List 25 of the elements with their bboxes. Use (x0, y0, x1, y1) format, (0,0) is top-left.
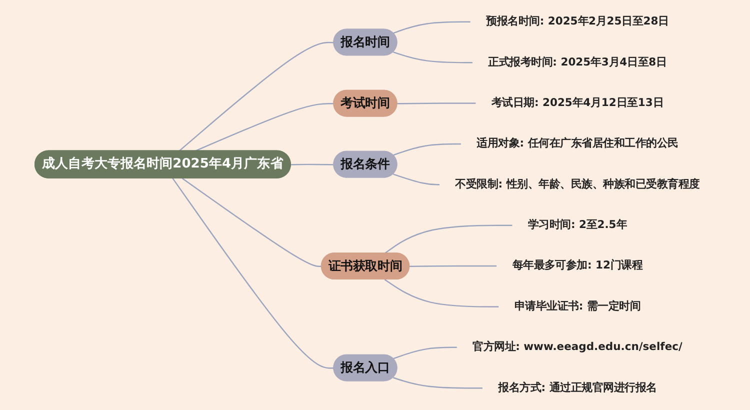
node-text: 适用对象: 任何在广东省居住和工作的公民 (476, 137, 678, 150)
node-text: 正式报考时间: 2025年3月4日至8日 (488, 56, 667, 68)
connector (393, 52, 473, 64)
connector (410, 265, 497, 268)
node-text: 申请毕业证书: 需一定时间 (514, 300, 641, 312)
connector (178, 42, 334, 152)
connector (393, 143, 462, 156)
connector (194, 102, 334, 152)
node-text: 不受限制: 性别、年龄、民族、种族和已受教育程度 (455, 178, 700, 190)
node-text: 每年最多可参加: 12门课程 (512, 260, 643, 272)
connector (290, 164, 334, 166)
connector (182, 178, 322, 268)
connector (393, 346, 458, 360)
connector (172, 178, 334, 369)
node-text: 考试日期: 2025年4月12日至13日 (491, 96, 664, 110)
connector (393, 377, 483, 389)
node-text: 报名方式: 通过正规官网进行报名 (498, 382, 657, 394)
node-text: 学习时间: 2至2.5年 (528, 218, 628, 232)
connector (393, 21, 471, 34)
node-text: 预报名时间: 2025年2月25日至28日 (486, 15, 669, 28)
connector (397, 102, 476, 104)
connector (384, 224, 513, 254)
node-text: 官方网址: www.eeagd.edu.cn/selfec/ (472, 340, 682, 354)
connector (393, 174, 440, 186)
connector (384, 278, 499, 308)
